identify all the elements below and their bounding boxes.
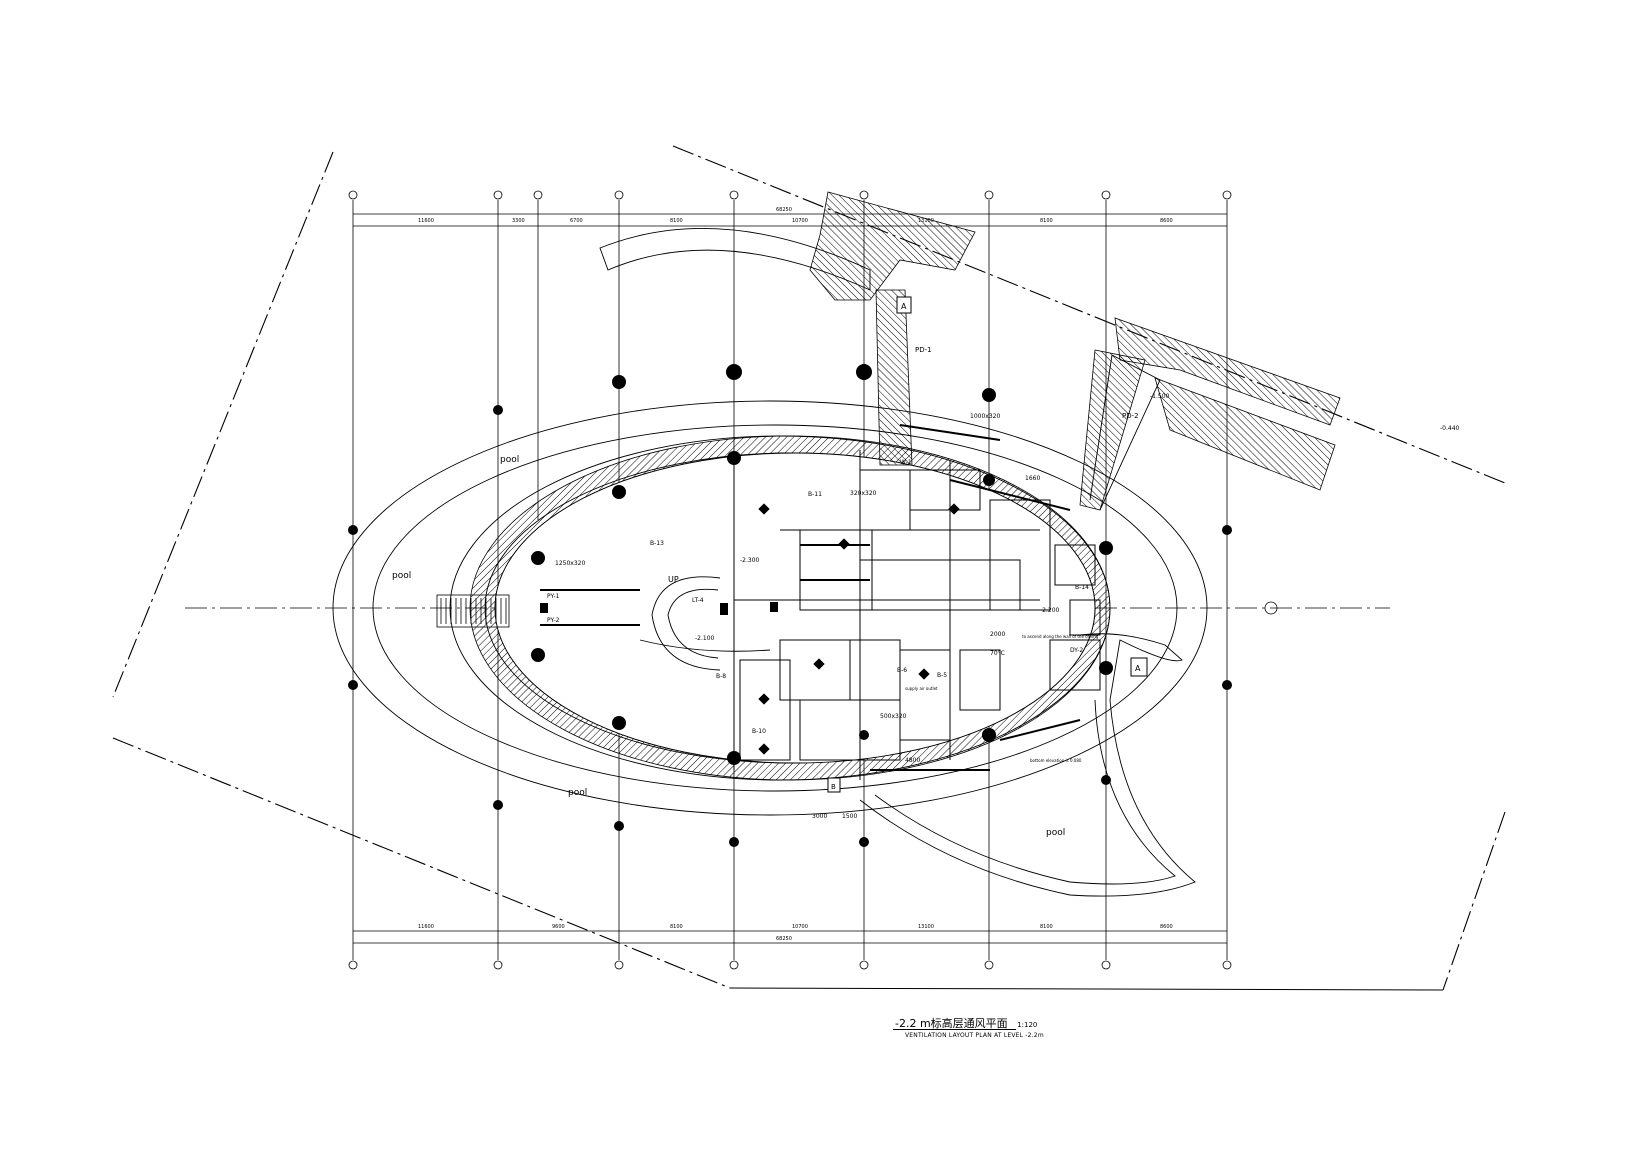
py1-label: PY-1 <box>547 593 560 600</box>
section-marker-b <box>827 777 841 793</box>
note-1: to ascend along the wall of the ceiling <box>1022 634 1099 639</box>
dim-top-4: 8100 <box>670 218 683 224</box>
spiral-stair <box>639 576 771 671</box>
note-3: supply air outlet <box>905 686 938 691</box>
level-tag-5: -1.500 <box>1150 393 1170 400</box>
b14-label: B-14 <box>1075 584 1089 591</box>
bottom-dimension-text: 11600 9600 8100 10700 13100 8100 8600 68… <box>418 924 1173 942</box>
dim-bottom-2: 9600 <box>552 924 565 930</box>
se-terrace-inner <box>874 699 1176 885</box>
duct-size-9: 1660 <box>1025 475 1040 482</box>
dim-top-1: 11600 <box>418 218 434 224</box>
se-terrace <box>859 633 1196 897</box>
dim-bottom-total: 68250 <box>776 936 792 942</box>
level-tag-4: -2.100 <box>695 635 715 642</box>
b8-label: B-8 <box>716 673 726 680</box>
structural-columns <box>348 364 1232 847</box>
marker-a-north-text: A <box>901 302 907 311</box>
marker-a-east-text: A <box>1135 664 1141 673</box>
dim-top-8: 8600 <box>1160 218 1173 224</box>
marker-b-text: B <box>831 783 836 791</box>
b13-label: B-13 <box>650 540 664 547</box>
pd1-label: PD-1 <box>915 346 932 354</box>
dy2-label: DY-2 <box>1070 647 1083 654</box>
south-site-line <box>729 987 1444 991</box>
diffusers <box>540 503 960 755</box>
duct-size-8: 4800 <box>905 757 920 764</box>
duct-size-4: 1250x320 <box>555 560 585 567</box>
lt4-label: LT-4 <box>692 597 704 604</box>
dimension-lines <box>353 213 1227 944</box>
pool-label-south: pool <box>568 788 587 798</box>
dim-top-3: 6700 <box>570 218 583 224</box>
pd2-label: PD-2 <box>1122 412 1139 420</box>
duct-runs <box>540 424 1081 771</box>
ramp-pd2 <box>1089 354 1161 511</box>
duct-size-5: 2000 <box>990 631 1005 638</box>
b10-label: B-10 <box>752 728 766 735</box>
pool-label-se: pool <box>1046 828 1065 838</box>
drawing-title-cn: -2.2 m标高层通风平面 <box>895 1017 1008 1030</box>
dim-bottom-6: 8100 <box>1040 924 1053 930</box>
drawing-title: -2.2 m标高层通风平面 1:120 <box>895 1015 1037 1031</box>
pool-label-west: pool <box>392 571 411 581</box>
b5-label: B-5 <box>937 672 947 679</box>
pool-label-north: pool <box>500 455 519 465</box>
dim-top-2: 3300 <box>512 218 525 224</box>
site-boundary <box>112 145 1506 991</box>
note-2: bottom elevation is 0.080 <box>1030 758 1082 763</box>
py2-label: PY-2 <box>547 617 560 624</box>
terrain-hatch <box>809 191 1341 511</box>
duct-size-1: 1000x320 <box>970 413 1000 420</box>
dim-top-total: 68250 <box>776 207 792 213</box>
top-dimension-text: 11600 3300 6700 8100 10700 13100 8100 86… <box>418 207 1173 224</box>
dim-bottom-4: 10700 <box>792 924 808 930</box>
b11-label: B-11 <box>808 491 822 498</box>
section-marker-a-north <box>896 296 912 314</box>
section-marker-a-east <box>1130 657 1148 677</box>
north-walkway <box>599 228 871 291</box>
dim-bottom-5: 13100 <box>918 924 934 930</box>
duct-size-6: 3000 <box>812 813 827 820</box>
b6-label: B-6 <box>897 667 907 674</box>
duct-size-7: 1500 <box>842 813 857 820</box>
drawing-scale: 1:120 <box>1017 1021 1038 1029</box>
dim-top-6: 13100 <box>918 218 934 224</box>
dim-top-5: 10700 <box>792 218 808 224</box>
level-tag-3: -2.200 <box>1040 607 1060 614</box>
grid-bubbles <box>348 190 1278 970</box>
plan-labels: pool pool pool pool PD-1 PD-2 UP LT-4 A … <box>392 302 1460 838</box>
dim-top-7: 8100 <box>1040 218 1053 224</box>
level-tag-1: -2.300 <box>740 557 760 564</box>
title-underline <box>893 1029 1016 1030</box>
duct-size-2: 320x320 <box>850 490 877 497</box>
dim-bottom-7: 8600 <box>1160 924 1173 930</box>
duct-size-3: 500x320 <box>880 713 907 720</box>
w1-label: W-1 <box>900 459 912 466</box>
drawing-title-en: VENTILATION LAYOUT PLAN AT LEVEL -2.2m <box>905 1032 1044 1039</box>
up-label: UP <box>668 575 679 584</box>
level-tag-2: -0.440 <box>1440 425 1460 432</box>
west-bridge <box>436 594 510 628</box>
dim-bottom-3: 8100 <box>670 924 683 930</box>
dim-bottom-1: 11600 <box>418 924 434 930</box>
duct-size-10: 70°C <box>990 650 1005 657</box>
